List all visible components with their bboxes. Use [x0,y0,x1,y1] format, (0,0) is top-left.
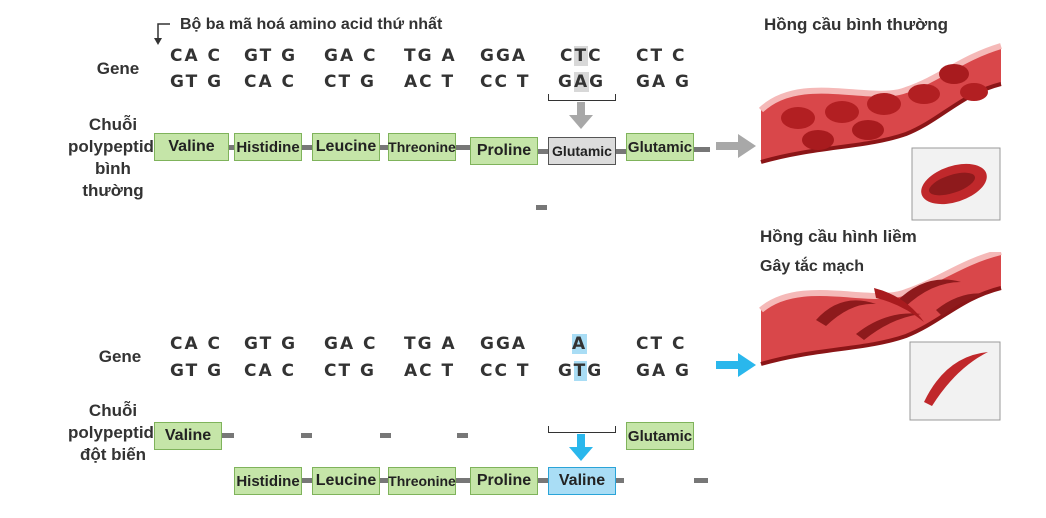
bottom-compl-5: CC T [480,361,531,381]
mid-marker [536,205,547,210]
top-amino-valine: Valine [154,133,229,161]
top-chain-label: Chuỗi polypeptide bình thường [68,114,164,202]
top-compl-3: CT G [324,72,376,92]
bottom-down-arrow-icon [569,434,593,461]
bottom-compl-4: AC T [404,361,456,381]
bottom-codon-2: GT G [244,334,298,354]
bottom-amino-leucine: Leucine [312,467,380,495]
bottom-amino-threonine: Threonine [388,467,456,495]
bottom-mutant-base-highlight: A [572,334,588,354]
bottom-codon-3: GA C [324,334,378,354]
top-amino-glutamic: Glutamic [626,133,694,161]
top-codon-6-base-1: C [560,46,575,66]
bottom-link-1 [222,433,234,438]
top-chain-label-line-3: bình thường [82,159,144,200]
bottom-chain-label-line-3: đột biến [79,445,147,464]
top-codon-1: CA C [170,46,223,66]
bottom-chain-label-line-2: polypeptide [68,423,164,442]
bottom-codon-bracket [548,426,616,433]
top-codon-5: GGA [480,46,528,66]
bottom-gap-3 [457,433,468,438]
bottom-amino-valine-mutant: Valine [548,467,616,495]
top-compl-base-highlight: A [573,72,590,92]
top-codon-bracket [548,94,616,101]
top-chain-label-line-2: polypeptide [68,137,164,156]
sickle-cell-subtitle: Gây tắc mạch [760,258,865,275]
top-codon-4: TG A [404,46,457,66]
annotation-pointer-icon [154,23,170,45]
top-compl-6: GAG [558,72,605,92]
top-link-4 [456,145,470,150]
bottom-link-6 [616,478,624,483]
bottom-compl-2: CA C [244,361,297,381]
top-link-3 [380,145,388,150]
bottom-compl-mutant-highlight: T [573,361,588,381]
bottom-codon-5: GGA [480,334,528,354]
top-link-7 [694,147,710,152]
top-compl-6-base-1: G [558,72,574,92]
bottom-compl-1: GT G [170,361,224,381]
bottom-amino-histidine: Histidine [234,467,302,495]
top-amino-proline: Proline [470,137,538,165]
top-link-1 [229,145,234,150]
sickle-blood-vessel-illustration [759,252,1002,421]
top-compl-6-base-3: G [589,72,606,92]
bottom-codon-4: TG A [404,334,457,354]
top-amino-histidine: Histidine [234,133,302,161]
bottom-gene-label: Gene [98,347,142,366]
bottom-link-3 [380,478,388,483]
bottom-chain-label: Chuỗi polypeptide đột biến [68,400,164,466]
top-codon-7: CT C [636,46,687,66]
bottom-compl-6-base-1: G [558,361,574,381]
top-compl-2: CA C [244,72,297,92]
top-compl-4: AC T [404,72,456,92]
bottom-compl-3: CT G [324,361,376,381]
top-amino-leucine: Leucine [312,133,380,161]
bottom-codon-7: CT C [636,334,687,354]
top-right-arrow-icon [716,134,756,158]
bottom-gap-2 [380,433,391,438]
top-link-6 [616,149,626,154]
sickle-cell-title: Hồng cầu hình liềm [760,227,917,246]
bottom-amino-valine: Valine [154,422,222,450]
bottom-link-7 [694,478,708,483]
top-compl-1: GT G [170,72,224,92]
top-codon-2: GT G [244,46,298,66]
top-compl-7: GA G [636,72,691,92]
top-amino-glutamic-normal: Glutamic [548,137,616,165]
top-link-2 [302,145,312,150]
first-codon-annotation: Bộ ba mã hoá amino acid thứ nhất [180,16,443,33]
bottom-chain-label-line-1: Chuỗi [88,401,138,420]
top-chain-label-line-1: Chuỗi [88,115,138,134]
top-codon-6-base-3: C [588,46,603,66]
normal-blood-vessel-illustration [758,43,1002,221]
bottom-gap-1 [301,433,312,438]
top-compl-5: CC T [480,72,531,92]
top-amino-threonine: Threonine [388,133,456,161]
bottom-compl-6: GTG [558,361,603,381]
bottom-right-arrow-icon [716,353,756,377]
top-link-5 [538,149,548,154]
bottom-amino-glutamic: Glutamic [626,422,694,450]
bottom-link-5 [538,478,548,483]
bottom-compl-6-base-3: G [587,361,604,381]
bottom-codon-1: CA C [170,334,223,354]
top-gene-label: Gene [96,59,140,78]
bottom-link-2 [302,478,312,483]
top-codon-3: GA C [324,46,378,66]
bottom-codon-6: A [572,334,588,354]
normal-cell-title: Hồng cầu bình thường [764,15,948,34]
top-normal-base-highlight: T [574,46,589,66]
bottom-link-4 [456,478,470,483]
bottom-compl-7: GA G [636,361,691,381]
bottom-amino-proline: Proline [470,467,538,495]
top-down-arrow-icon [569,102,593,129]
top-codon-6: CTC [560,46,603,66]
